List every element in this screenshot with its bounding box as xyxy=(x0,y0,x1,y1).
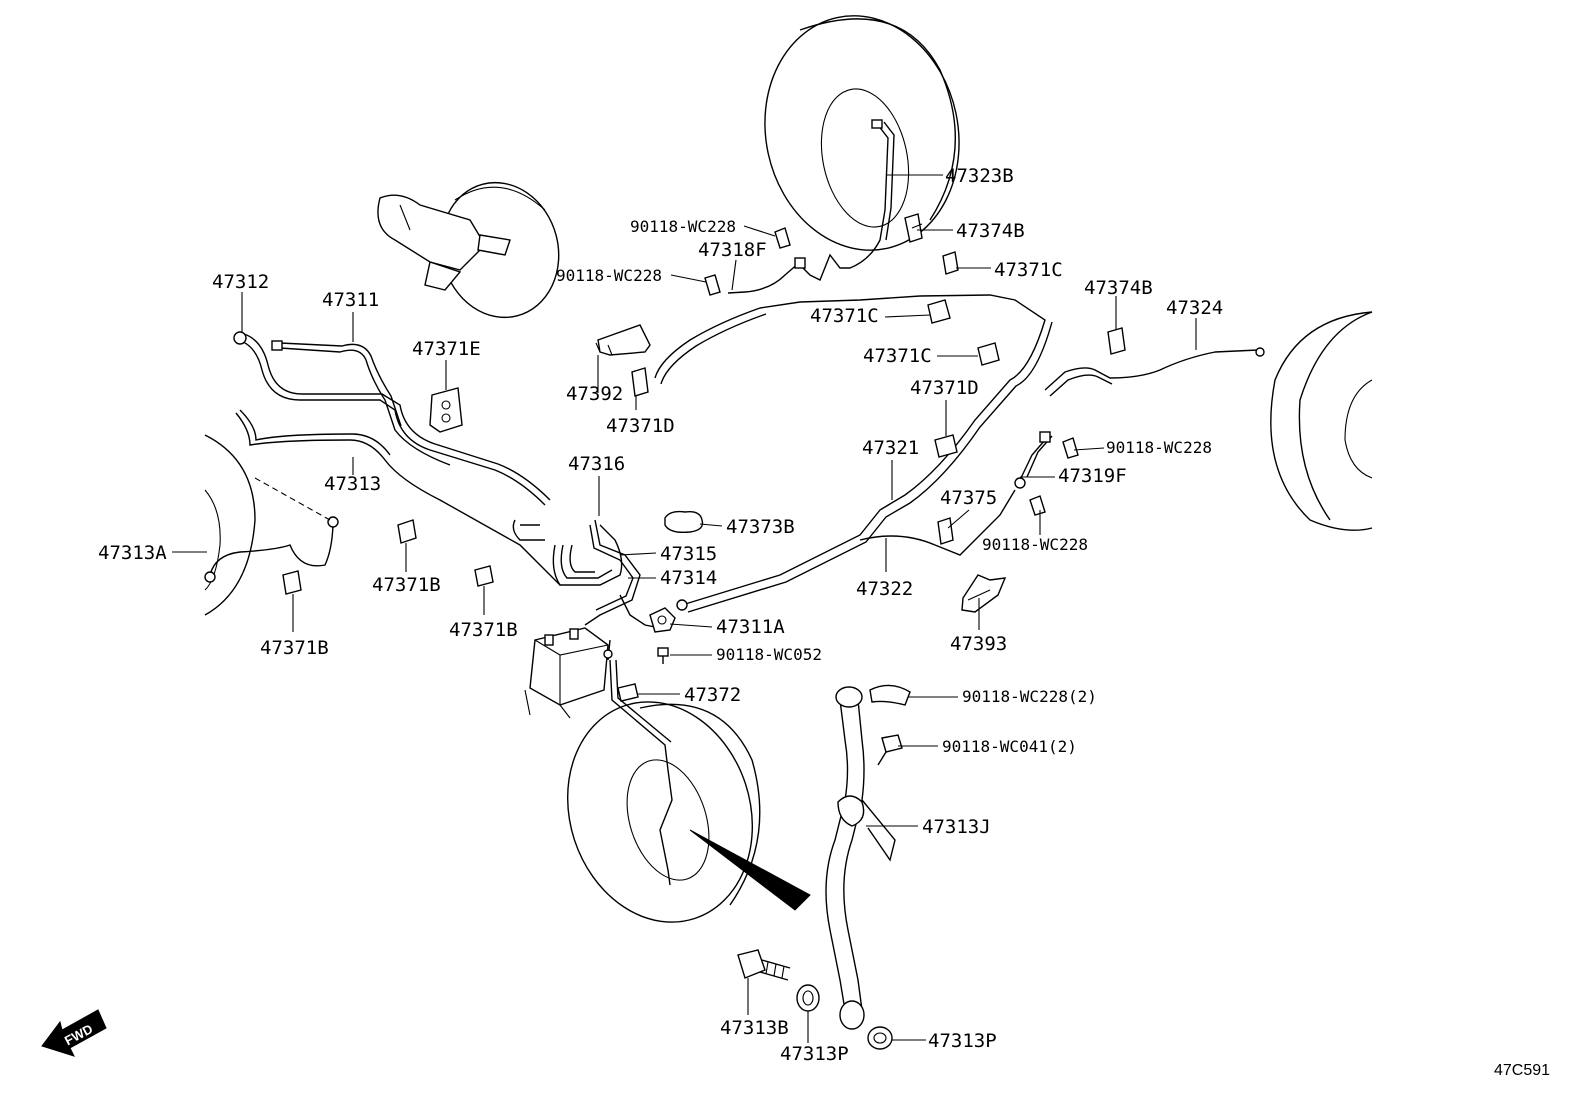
gasket-47313P-a xyxy=(796,984,820,1012)
label-47393: 47393 xyxy=(950,633,1007,655)
rear-right-tire-drawing xyxy=(1270,311,1373,531)
grommet-47373B xyxy=(664,510,704,534)
label-47324: 47324 xyxy=(1166,297,1223,319)
label-47322: 47322 xyxy=(856,578,913,600)
label-47371B: 47371B xyxy=(372,574,441,596)
label-90118-WC228: 90118-WC228 xyxy=(982,535,1088,554)
clip-47371D-right xyxy=(934,434,958,458)
clip-47375 xyxy=(937,517,954,545)
union-bolt-47313B xyxy=(737,949,791,981)
brake-line-47324-drawing xyxy=(1044,347,1265,397)
fwd-label: FWD xyxy=(62,1021,95,1048)
gasket-47313P-b xyxy=(867,1026,893,1050)
brake-line-47315-47314-bundle-drawing xyxy=(552,519,661,661)
clip-90118-WC228-c xyxy=(1062,437,1079,459)
bracket-47392 xyxy=(595,324,651,356)
brake-line-47312-drawing xyxy=(233,331,551,506)
fwd-arrow-icon: FWD xyxy=(41,1009,107,1057)
brake-line-47311-drawing xyxy=(271,340,545,541)
clip-47371E xyxy=(429,387,463,433)
front-right-tire-drawing xyxy=(566,701,761,923)
label-47372: 47372 xyxy=(684,684,741,706)
bracket-47393 xyxy=(961,574,1007,613)
clip-47371C-low xyxy=(977,342,1000,366)
label-47371C: 47371C xyxy=(863,345,932,367)
label-90118-WC228: 90118-WC228 xyxy=(630,217,736,236)
label-47311: 47311 xyxy=(322,289,379,311)
front-brake-hose-47313J-detail xyxy=(825,686,896,1030)
union-47311A xyxy=(649,607,676,633)
label-47371B: 47371B xyxy=(260,637,329,659)
brake-hose-47319F-drawing xyxy=(1014,431,1053,489)
label-47371E: 47371E xyxy=(412,338,481,360)
clip-90118-WC228-d xyxy=(1029,495,1046,516)
label-47373B: 47373B xyxy=(726,516,795,538)
label-90118-WC228: 90118-WC228 xyxy=(1106,438,1212,457)
label-47321: 47321 xyxy=(862,437,919,459)
abs-actuator-drawing xyxy=(524,627,609,719)
label-47313P: 47313P xyxy=(780,1043,849,1065)
brake-line-47321-47322-drawing xyxy=(654,294,1053,613)
brake-line-47323B-drawing xyxy=(727,119,895,294)
brake-hose-47313A-drawing xyxy=(204,477,339,583)
label-47312: 47312 xyxy=(212,271,269,293)
label-47374B: 47374B xyxy=(1084,277,1153,299)
label-90118-WC041-2: 90118-WC041(2) xyxy=(942,737,1077,756)
label-47313J: 47313J xyxy=(922,816,991,838)
clip-47372 xyxy=(617,683,639,702)
clip-47371B-c xyxy=(282,570,302,595)
label-47392: 47392 xyxy=(566,383,623,405)
label-47313: 47313 xyxy=(324,473,381,495)
clip-47374B-top xyxy=(904,213,923,243)
diagram-reference-code: 47C591 xyxy=(1494,1062,1550,1079)
label-47311A: 47311A xyxy=(716,616,785,638)
clip-47371B-a xyxy=(397,519,417,544)
clip-47371B-b xyxy=(474,565,494,587)
label-47375: 47375 xyxy=(940,487,997,509)
bolt-90118-WC041-2 xyxy=(877,734,903,766)
label-90118-WC228: 90118-WC228 xyxy=(556,266,662,285)
clip-47371C-top xyxy=(942,251,959,275)
brake-booster-master-cylinder-drawing xyxy=(377,181,560,319)
clip-47371D-left xyxy=(631,367,649,397)
clip-47374B-right xyxy=(1107,327,1126,355)
clip-90118-WC228-a xyxy=(774,227,791,249)
label-90118-WC228-2: 90118-WC228(2) xyxy=(962,687,1097,706)
clip-90118-WC228-b xyxy=(704,274,721,296)
label-47371D: 47371D xyxy=(606,415,675,437)
label-47316: 47316 xyxy=(568,453,625,475)
front-right-hose-pointer xyxy=(609,659,811,911)
bolt-90118-WC052 xyxy=(657,647,669,664)
label-47314: 47314 xyxy=(660,567,717,589)
label-47323B: 47323B xyxy=(945,165,1014,187)
label-47371D: 47371D xyxy=(910,377,979,399)
label-47371C: 47371C xyxy=(994,259,1063,281)
label-47313P: 47313P xyxy=(928,1030,997,1052)
clip-90118-WC228-2 xyxy=(869,684,911,706)
label-47313B: 47313B xyxy=(720,1017,789,1039)
clip-47371C-mid xyxy=(927,299,951,324)
label-47318F: 47318F xyxy=(698,239,767,261)
rear-left-tire-drawing xyxy=(764,15,960,251)
label-90118-WC052: 90118-WC052 xyxy=(716,645,822,664)
brake-line-47313-drawing xyxy=(235,409,561,586)
front-left-tire-drawing xyxy=(204,434,256,616)
label-47374B: 47374B xyxy=(956,220,1025,242)
part-labels: 47323B 90118-WC228 47374B 47318F 90118-W… xyxy=(98,165,1223,1065)
label-47313A: 47313A xyxy=(98,542,167,564)
label-47371C: 47371C xyxy=(810,305,879,327)
leader-lines xyxy=(172,174,1197,1043)
label-47319F: 47319F xyxy=(1058,465,1127,487)
label-47371B: 47371B xyxy=(449,619,518,641)
label-47315: 47315 xyxy=(660,543,717,565)
